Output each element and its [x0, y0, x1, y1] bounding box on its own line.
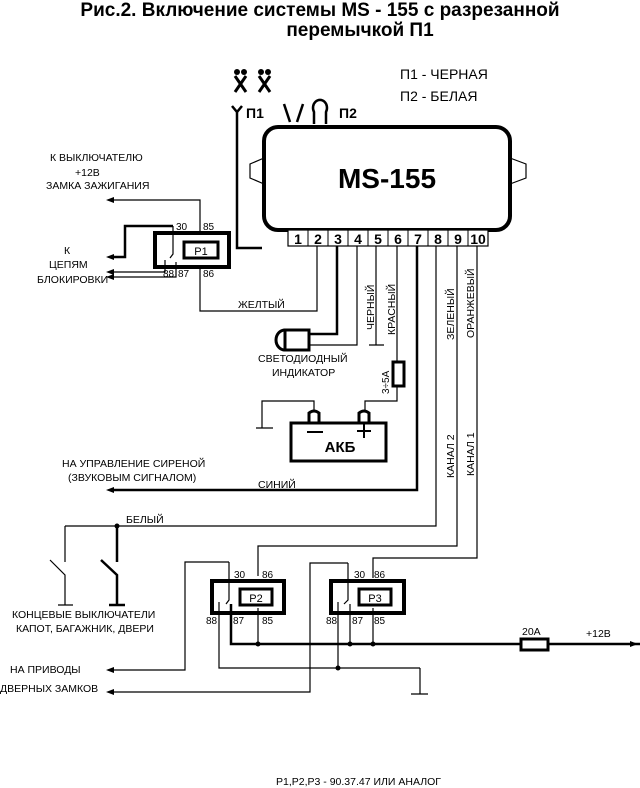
svg-text:КРАСНЫЙ: КРАСНЫЙ [385, 284, 398, 335]
svg-text:КОНЦЕВЫЕ ВЫКЛЮЧАТЕЛИ: КОНЦЕВЫЕ ВЫКЛЮЧАТЕЛИ [12, 609, 155, 621]
fuse-small [391, 360, 406, 388]
svg-text:ОРАНЖЕВЫЙ: ОРАНЖЕВЫЙ [464, 268, 477, 338]
wire-yellow-label: ЖЕЛТЫЙ [238, 298, 285, 311]
connector-pin-7: 7 [414, 231, 422, 247]
svg-text:АКБ: АКБ [325, 439, 356, 456]
svg-text:30: 30 [176, 222, 188, 233]
connector-pin-6: 6 [394, 231, 402, 247]
led-indicator [274, 246, 358, 352]
figure-title-line2: перемычкой П1 [286, 20, 434, 41]
unit-name: MS-155 [338, 163, 436, 194]
connector-pin-1: 1 [294, 231, 302, 247]
svg-text:86: 86 [262, 570, 274, 581]
legend-p1: П1 - ЧЕРНАЯ [400, 66, 488, 82]
svg-text:87: 87 [233, 616, 245, 627]
ms155-unit: MS-155 [249, 125, 527, 247]
svg-text:П2: П2 [339, 105, 357, 121]
jumper-p1: П1 [231, 103, 292, 250]
svg-text:86: 86 [374, 570, 386, 581]
connector-pin-5: 5 [374, 231, 382, 247]
svg-text:85: 85 [203, 222, 215, 233]
svg-text:30: 30 [354, 570, 366, 581]
svg-text:87: 87 [178, 269, 190, 280]
relay-p1: Р1 30 85 88 87 86 [106, 197, 318, 312]
figure-title-line1: Рис.2. Включение системы MS - 155 с разр… [80, 0, 560, 21]
svg-text:К: К [64, 245, 71, 257]
relay-p2: Р2 30 86 88 87 85 [106, 561, 640, 673]
wire-blue-label: СИНИЙ [258, 478, 296, 491]
svg-text:Р3: Р3 [368, 593, 381, 605]
svg-text:ДВЕРНЫХ ЗАМКОВ: ДВЕРНЫХ ЗАМКОВ [0, 683, 98, 695]
battery: АКБ [289, 409, 388, 463]
ground-relays [411, 668, 428, 695]
svg-text:ЗЕЛЕНЫЙ: ЗЕЛЕНЫЙ [444, 288, 457, 340]
wire-white-label: БЕЛЫЙ [126, 513, 164, 526]
svg-text:СВЕТОДИОДНЫЙ: СВЕТОДИОДНЫЙ [258, 352, 348, 365]
svg-text:85: 85 [374, 616, 386, 627]
svg-text:ЦЕПЯМ: ЦЕПЯМ [49, 259, 88, 271]
label-plus12-ign: +12В [75, 167, 100, 179]
svg-text:+12В: +12В [586, 628, 611, 640]
connector-pin-9: 9 [454, 231, 462, 247]
svg-text:БЛОКИРОВКИ: БЛОКИРОВКИ [37, 274, 108, 286]
scissors-icon [233, 69, 248, 93]
legend-p2: П2 - БЕЛАЯ [400, 88, 477, 104]
svg-text:КАНАЛ 1: КАНАЛ 1 [465, 432, 477, 476]
jumper-p2: П2 [295, 98, 357, 124]
connector-pin-4: 4 [354, 231, 362, 247]
svg-text:ИНДИКАТОР: ИНДИКАТОР [272, 367, 335, 379]
label-to-switch: К ВЫКЛЮЧАТЕЛЮ [50, 152, 143, 164]
connector-pin-3: 3 [334, 231, 342, 247]
footnote: Р1,Р2,Р3 - 90.37.47 ИЛИ АНАЛОГ [276, 776, 441, 788]
svg-text:Р1: Р1 [194, 246, 207, 258]
svg-text:3÷5А: 3÷5А [381, 370, 392, 394]
svg-text:(ЗВУКОВЫМ СИГНАЛОМ): (ЗВУКОВЫМ СИГНАЛОМ) [68, 472, 196, 484]
ground-battery [256, 400, 315, 429]
scissors-icon [257, 69, 272, 93]
connector-pin-2: 2 [314, 231, 322, 247]
svg-text:НА ПРИВОДЫ: НА ПРИВОДЫ [10, 664, 81, 676]
svg-text:КАНАЛ 2: КАНАЛ 2 [445, 434, 457, 478]
svg-text:86: 86 [203, 269, 215, 280]
svg-text:30: 30 [234, 570, 246, 581]
connector-pin-10: 10 [470, 231, 486, 247]
ground-black [369, 246, 384, 346]
svg-text:П1: П1 [246, 105, 264, 121]
relay-p3: Р3 30 86 88 87 85 [106, 562, 406, 695]
svg-text:20А: 20А [522, 626, 541, 638]
limit-switches [49, 523, 125, 607]
fuse-main [519, 637, 550, 652]
svg-text:НА УПРАВЛЕНИЕ СИРЕНОЙ: НА УПРАВЛЕНИЕ СИРЕНОЙ [62, 457, 205, 470]
svg-text:88: 88 [206, 616, 218, 627]
svg-text:88: 88 [163, 269, 175, 280]
svg-text:ЧЕРНЫЙ: ЧЕРНЫЙ [364, 285, 377, 330]
svg-text:87: 87 [352, 616, 364, 627]
label-ignition-lock: ЗАМКА ЗАЖИГАНИЯ [46, 180, 149, 192]
svg-text:88: 88 [326, 616, 338, 627]
svg-text:Р2: Р2 [249, 593, 262, 605]
connector-pin-8: 8 [434, 231, 442, 247]
svg-text:КАПОТ, БАГАЖНИК, ДВЕРИ: КАПОТ, БАГАЖНИК, ДВЕРИ [16, 623, 154, 635]
svg-text:85: 85 [262, 616, 274, 627]
